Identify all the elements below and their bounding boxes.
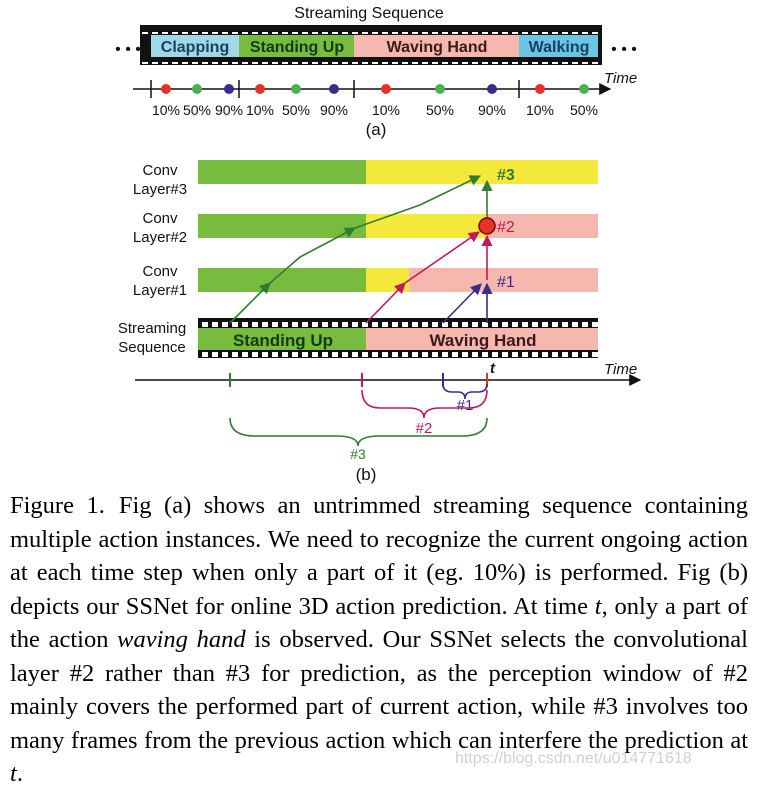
- tick-label: 90%: [478, 102, 506, 118]
- film-strip-a: Clapping Standing Up Waving Hand Walking: [140, 25, 602, 65]
- figure-a-title: Streaming Sequence: [294, 5, 444, 22]
- stream-segment-waving-hand: [366, 328, 598, 350]
- film-strip-b: Standing Up Waving Hand: [198, 318, 598, 358]
- layer2-label-1: Conv: [142, 210, 178, 227]
- figure-caption: Figure 1.Fig (a) shows an untrimmed stre…: [10, 489, 748, 791]
- stream-segment-standing-up: [198, 328, 366, 350]
- caption-var-t1: t: [594, 592, 602, 620]
- tick-label: 90%: [320, 102, 348, 118]
- tick-dot: [487, 84, 497, 94]
- caption-text-3: is observed. Our SSNet selects the convo…: [10, 626, 748, 754]
- segment-standing-up: [239, 35, 354, 57]
- layer1-marker: #1: [497, 274, 515, 291]
- segment-label-walking: Walking: [529, 39, 590, 56]
- tick-dot: [224, 84, 234, 94]
- brace-2: [361, 389, 488, 419]
- panel-label-b: (b): [356, 465, 377, 484]
- conv-layer2-bar: [198, 214, 598, 238]
- caption-text-1: Fig (a) shows an untrimmed streaming seq…: [10, 492, 748, 620]
- layer1-label-1: Conv: [142, 263, 178, 280]
- axis-label-time-a: Time: [604, 70, 637, 87]
- caption-label: Figure 1.: [10, 492, 105, 519]
- conv-layer1-bar: [198, 268, 598, 292]
- figure-a: Streaming Sequence • • • • • • Clapping …: [115, 5, 637, 139]
- brace-label-3: #3: [350, 446, 366, 462]
- timeline-a: Time 10%50%90%10%50%90%10%50%90%10%50%: [133, 70, 637, 118]
- panel-label-a: (a): [366, 120, 387, 139]
- tick-dot: [161, 84, 171, 94]
- figure-b: Conv Layer#3 Conv Layer#2 Conv Layer#1 S…: [118, 160, 642, 484]
- brace-3: [229, 417, 488, 447]
- timeline-b: t Time: [135, 360, 642, 387]
- tick-dot: [192, 84, 202, 94]
- segment-clapping: [151, 35, 239, 57]
- caption-text-2: , only a part of the action: [10, 592, 748, 654]
- figure-diagram: Streaming Sequence • • • • • • Clapping …: [115, 5, 642, 484]
- stream-label-standing-up: Standing Up: [233, 331, 333, 350]
- tick-label: 10%: [526, 102, 554, 118]
- ellipsis-right: • • •: [611, 41, 637, 58]
- segment-walking: [519, 35, 598, 57]
- segment-waving-hand: [354, 35, 519, 57]
- tick-label: 50%: [570, 102, 598, 118]
- conv-layer3-bar: [198, 160, 598, 184]
- segment-label-clapping: Clapping: [161, 39, 229, 56]
- arrows-layer3-path: [229, 175, 493, 324]
- tick-label: 10%: [152, 102, 180, 118]
- tick-label: 50%: [183, 102, 211, 118]
- tick-dot: [291, 84, 301, 94]
- tick-dot: [435, 84, 445, 94]
- ellipsis-left: • • •: [115, 41, 141, 58]
- watermark: https://blog.csdn.net/u014771618: [455, 750, 692, 767]
- time-marker-t: t: [490, 360, 496, 377]
- tick-label: 50%: [282, 102, 310, 118]
- segment-label-standing-up: Standing Up: [250, 39, 344, 56]
- stream-label-waving-hand: Waving Hand: [429, 331, 536, 350]
- layer3-label-1: Conv: [142, 162, 178, 179]
- tick-dot: [579, 84, 589, 94]
- stream-label-2: Sequence: [118, 339, 186, 356]
- caption-text-4: .: [16, 760, 23, 787]
- segment-label-waving-hand: Waving Hand: [387, 39, 488, 56]
- layer3-label-2: Layer#3: [133, 181, 187, 198]
- tick-label: 50%: [426, 102, 454, 118]
- layer1-label-2: Layer#1: [133, 282, 187, 299]
- caption-var-t2: t: [10, 760, 17, 787]
- brace-1: [442, 383, 488, 400]
- layer3-marker: #3: [497, 167, 515, 184]
- brace-label-1: #1: [457, 397, 474, 414]
- prediction-node: [478, 217, 496, 235]
- axis-label-time-b: Time: [604, 361, 637, 378]
- layer2-marker: #2: [497, 219, 515, 236]
- tick-label: 10%: [246, 102, 274, 118]
- arrows-layer2-path: [365, 231, 493, 324]
- caption-action: waving hand: [117, 626, 246, 653]
- tick-dot: [535, 84, 545, 94]
- tick-dot: [255, 84, 265, 94]
- tick-label: 10%: [372, 102, 400, 118]
- brace-label-2: #2: [416, 420, 433, 437]
- arrows-layer1-path: [442, 282, 493, 324]
- tick-dot: [329, 84, 339, 94]
- tick-label: 90%: [215, 102, 243, 118]
- stream-label-1: Streaming: [118, 320, 186, 337]
- layer2-label-2: Layer#2: [133, 229, 187, 246]
- tick-dot: [381, 84, 391, 94]
